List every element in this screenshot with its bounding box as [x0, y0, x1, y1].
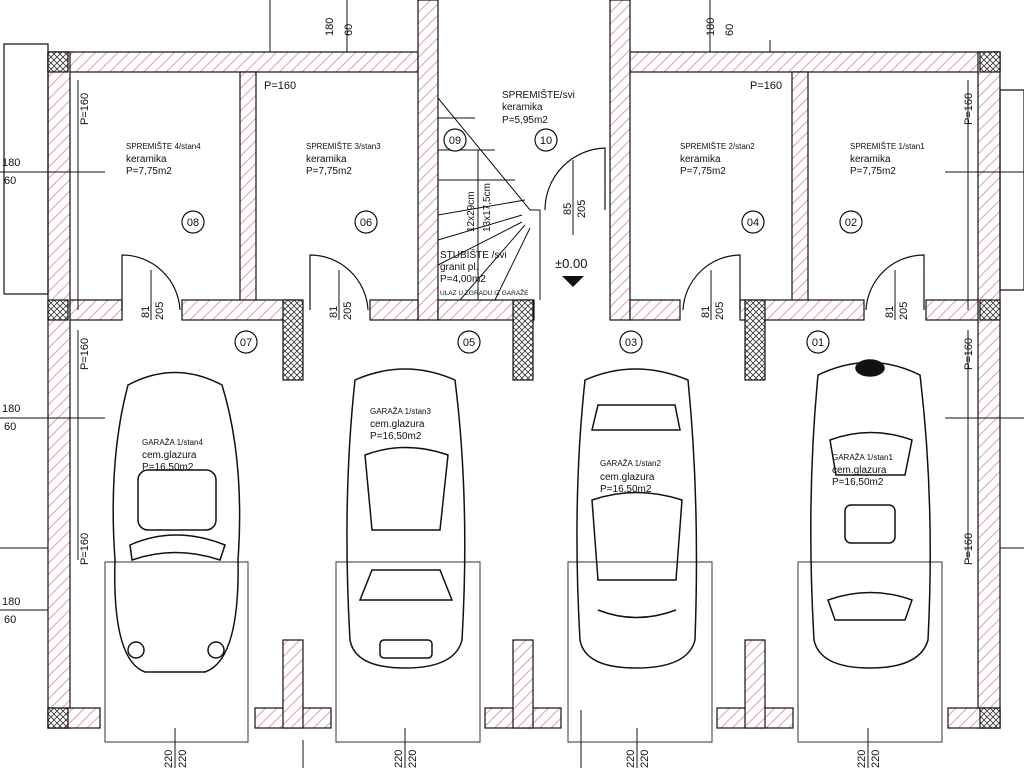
pillars — [47, 51, 1001, 729]
cars — [112, 359, 931, 673]
gate-width: 220 — [625, 750, 637, 768]
garage-floor: cem.glazura — [370, 419, 425, 430]
room-floor: keramika — [680, 154, 721, 165]
stair-rise: 13x17,5cm — [482, 183, 493, 232]
garage-area: P=16,50m2 — [370, 431, 422, 442]
garage-name: GARAŽA 1/stan3 — [370, 407, 431, 416]
room-floor: keramika — [850, 154, 891, 165]
garage-name: GARAŽA 1/stan1 — [832, 453, 893, 462]
room-name: SPREMIŠTE 1/stan1 — [850, 142, 925, 151]
window-width: 180 — [2, 596, 20, 608]
parking-bays — [104, 561, 943, 743]
stair-steps: 12x29cm — [466, 191, 477, 232]
door-width: 81 — [884, 306, 896, 318]
door-width: 81 — [140, 306, 152, 318]
gate-height: 220 — [639, 750, 651, 768]
stairs — [437, 97, 541, 301]
window-width: 180 — [2, 403, 20, 415]
sill-height: P=160 — [963, 93, 975, 125]
room-tag-04: 04 — [747, 217, 759, 229]
garage-floor: cem.glazura — [142, 450, 197, 461]
sill-height: P=160 — [79, 533, 91, 565]
window-height: 60 — [724, 24, 736, 36]
stair-note: ULAZ U ZGRADU IZ GARAŽE — [440, 288, 529, 297]
car-sedan-1 — [346, 368, 466, 669]
room-name: SPREMIŠTE 3/stan3 — [306, 142, 381, 151]
window-height: 60 — [4, 614, 16, 626]
level-mark: ±0.00 — [555, 256, 587, 271]
car-convertible — [112, 371, 241, 673]
sill-height: P=160 — [264, 80, 296, 92]
room-tag-10: 10 — [540, 135, 552, 147]
garage-floor: cem.glazura — [600, 472, 655, 483]
room-tag-06: 06 — [360, 217, 372, 229]
sill-height: P=160 — [79, 93, 91, 125]
door-height: 205 — [576, 200, 588, 218]
sill-height: P=160 — [750, 80, 782, 92]
gate-width: 220 — [163, 750, 175, 768]
garage-area: P=16,50m2 — [600, 484, 652, 495]
sill-height: P=160 — [963, 338, 975, 370]
tags — [181, 128, 863, 354]
door-width: 81 — [328, 306, 340, 318]
door-height: 205 — [342, 302, 354, 320]
room-name: SPREMIŠTE 4/stan4 — [126, 142, 201, 151]
garage-tag-01: 01 — [812, 337, 824, 349]
room-area: P=5,95m2 — [502, 115, 548, 126]
door-height: 205 — [714, 302, 726, 320]
room-floor: keramika — [306, 154, 347, 165]
room-area: P=7,75m2 — [126, 166, 172, 177]
garage-tag-07: 07 — [240, 337, 252, 349]
garage-area: P=16,50m2 — [832, 477, 884, 488]
room-name: STUBIŠTE /svi — [440, 248, 507, 261]
garage-name: GARAŽA 1/stan2 — [600, 459, 661, 468]
garage-area: P=16,50m2 — [142, 462, 194, 473]
garage-tag-05: 05 — [463, 337, 475, 349]
window-height: 60 — [4, 421, 16, 433]
gate-width: 220 — [393, 750, 405, 768]
level-arrow-icon — [562, 276, 584, 287]
sill-height: P=160 — [963, 533, 975, 565]
door-width: 81 — [700, 306, 712, 318]
garage-tag-03: 03 — [625, 337, 637, 349]
door-width: 85 — [562, 203, 574, 215]
window-height: 60 — [4, 175, 16, 187]
room-name: SPREMIŠTE 2/stan2 — [680, 142, 755, 151]
window-height: 60 — [343, 24, 355, 36]
room-tag-08: 08 — [187, 217, 199, 229]
gate-height: 220 — [177, 750, 189, 768]
room-area: P=7,75m2 — [680, 166, 726, 177]
door-height: 205 — [898, 302, 910, 320]
doors — [121, 147, 925, 311]
car-sedan-2 — [576, 368, 698, 669]
room-tag-09: 09 — [449, 135, 461, 147]
garage-floor: cem.glazura — [832, 465, 887, 476]
room-name: SPREMIŠTE/svi — [502, 88, 575, 101]
room-area: P=7,75m2 — [850, 166, 896, 177]
gate-height: 220 — [870, 750, 882, 768]
window-width: 180 — [705, 18, 717, 36]
room-area: P=4,00m2 — [440, 274, 486, 285]
room-floor: granit pl. — [440, 262, 478, 273]
window-width: 180 — [324, 18, 336, 36]
gate-width: 220 — [856, 750, 868, 768]
room-tag-02: 02 — [845, 217, 857, 229]
door-height: 205 — [154, 302, 166, 320]
sill-height: P=160 — [79, 338, 91, 370]
room-floor: keramika — [126, 154, 167, 165]
car-sedan-3 — [810, 359, 931, 669]
gate-height: 220 — [407, 750, 419, 768]
room-floor: keramika — [502, 102, 543, 113]
garage-name: GARAŽA 1/stan4 — [142, 438, 203, 447]
room-area: P=7,75m2 — [306, 166, 352, 177]
window-width: 180 — [2, 157, 20, 169]
